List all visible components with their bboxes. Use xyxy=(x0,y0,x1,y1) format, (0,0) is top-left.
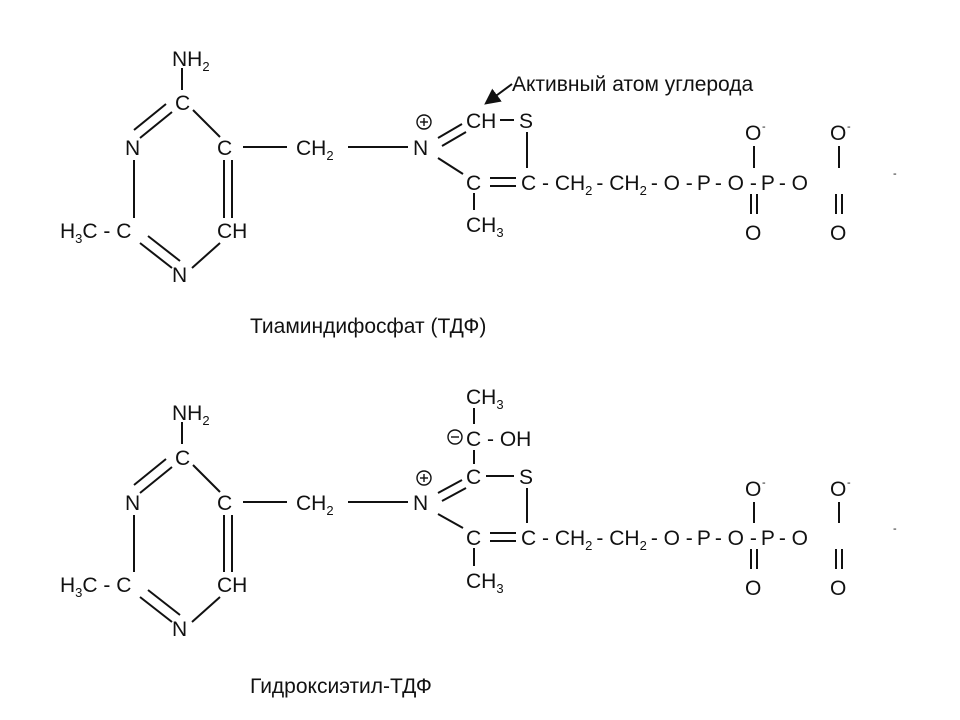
hethdp-bond-n-c xyxy=(437,513,464,529)
thdp-structure: NH2 C N C H3C - C CH N CH2 N CH S xyxy=(60,48,897,338)
thdp-nh2-label: NH2 xyxy=(172,48,210,74)
thdp-bond-c-c xyxy=(192,109,221,138)
thdp-p1-o-bottom-label: O xyxy=(745,222,761,245)
thdp-bond-c-n-double xyxy=(133,103,167,131)
thdp-p2-o-bottom-label: O xyxy=(830,222,846,245)
hethdp-bond-n-c2-double xyxy=(441,487,467,502)
thdp-c-thz-left-label: C xyxy=(466,172,481,195)
hethdp-structure: NH2 C N C H3C - C CH N CH2 N C S xyxy=(60,386,897,698)
hethdp-bond-ch-nb xyxy=(191,596,221,623)
hethdp-s-label: S xyxy=(519,466,533,489)
thdp-caption: Тиаминдифосфат (ТДФ) xyxy=(250,315,486,338)
thdp-active-carbon-annotation: Активный атом углерода xyxy=(512,73,754,96)
hethdp-bond-c-nb-double xyxy=(147,589,181,616)
thdp-c-top-label: C xyxy=(175,92,190,115)
hethdp-minus-charge xyxy=(447,429,463,445)
hethdp-p2-o-top-charge: - xyxy=(847,477,851,489)
thdp-ch-ring-label: CH xyxy=(217,220,247,243)
thdp-n-thiazole-label: N xyxy=(413,137,428,160)
hethdp-nh2-label: NH2 xyxy=(172,402,210,428)
hethdp-p1-o-top-label: O xyxy=(745,478,761,501)
thdp-bond-c-nb xyxy=(139,242,173,269)
hethdp-h3c-label: H3C - C xyxy=(60,574,131,600)
hethdp-bond-c-n xyxy=(139,466,173,494)
thdp-n-left-label: N xyxy=(125,137,140,160)
thdp-s-label: S xyxy=(519,110,533,133)
thdp-h3c-label: H3C - C xyxy=(60,220,131,246)
hethdp-n-left-label: N xyxy=(125,492,140,515)
thdp-plus-charge xyxy=(416,114,432,130)
thdp-chain-label: C - CH2- CH2- O -P- O -P- O xyxy=(521,172,808,198)
hethdp-o-end-charge: - xyxy=(893,523,897,535)
hethdp-bond-c-n-double xyxy=(133,458,167,486)
thdp-p2-o-top-charge: - xyxy=(847,121,851,133)
hethdp-c-right-label: C xyxy=(217,492,232,515)
hethdp-c-thz-left-label: C xyxy=(466,527,481,550)
thdp-p1-o-top-charge: - xyxy=(762,121,766,133)
thdp-annotation-arrow xyxy=(484,83,513,105)
hethdp-p2-o-bottom-label: O xyxy=(830,577,846,600)
hethdp-c-oh-label: C - OH xyxy=(466,428,531,451)
hethdp-ch-ring-label: CH xyxy=(217,574,247,597)
hethdp-bond-c-nb xyxy=(139,596,173,623)
hethdp-chain-label: C - CH2- CH2- O -P- O -P- O xyxy=(521,527,808,553)
thdp-bond-n-c xyxy=(437,157,464,175)
thdp-bond-ch-nb xyxy=(191,242,221,269)
thdp-bond-n-ch xyxy=(437,123,463,139)
hethdp-c-top-label: C xyxy=(175,447,190,470)
hethdp-ch3-label: CH3 xyxy=(466,570,504,596)
hethdp-n-bottom-label: N xyxy=(172,618,187,641)
thdp-c-right-label: C xyxy=(217,137,232,160)
thdp-p2-o-top-label: O xyxy=(830,122,846,145)
hethdp-p2-o-top-label: O xyxy=(830,478,846,501)
hethdp-ch3-top-label: CH3 xyxy=(466,386,504,412)
thdp-bond-c-n xyxy=(139,111,173,139)
thdp-o-end-charge: - xyxy=(893,168,897,180)
thdp-ch2-bridge-label: CH2 xyxy=(296,137,334,163)
hethdp-bond-c-c xyxy=(192,464,221,493)
hethdp-n-thiazole-label: N xyxy=(413,492,428,515)
thdp-bond-c-nb-double xyxy=(147,235,181,262)
thdp-bond-n-ch-double xyxy=(441,131,467,147)
hethdp-caption: Гидроксиэтил-ТДФ xyxy=(250,675,432,698)
thdp-n-bottom-label: N xyxy=(172,264,187,287)
hethdp-plus-charge xyxy=(416,470,432,486)
hethdp-p1-o-bottom-label: O xyxy=(745,577,761,600)
thdp-ch3-label: CH3 xyxy=(466,214,504,240)
hethdp-bond-n-c2 xyxy=(437,479,463,494)
thdp-p1-o-top-label: O xyxy=(745,122,761,145)
hethdp-p1-o-top-charge: - xyxy=(762,477,766,489)
thdp-ch-active-label: CH xyxy=(466,110,496,133)
hethdp-c2-label: C xyxy=(466,466,481,489)
hethdp-ch2-bridge-label: CH2 xyxy=(296,492,334,518)
